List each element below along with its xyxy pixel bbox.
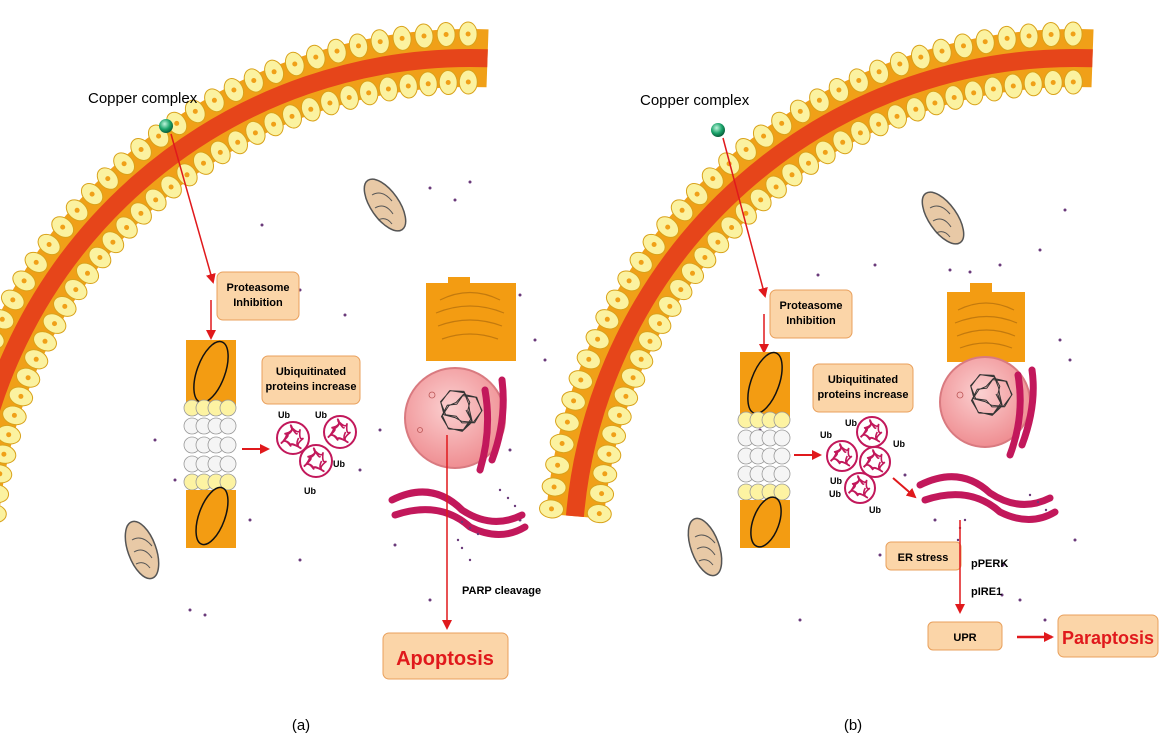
er-stress-box: ER stress <box>886 542 961 570</box>
ub-label: Ub <box>820 430 832 440</box>
paraptosis-box: Paraptosis <box>1058 615 1158 657</box>
svg-text:Inhibition: Inhibition <box>786 315 836 327</box>
svg-text:proteins increase: proteins increase <box>265 381 356 393</box>
ub-label: Ub <box>278 410 290 420</box>
mitochondrion <box>682 514 729 580</box>
svg-text:Proteasome: Proteasome <box>780 300 843 312</box>
apoptosis-box: Apoptosis <box>383 633 508 679</box>
er-arrow <box>893 478 915 497</box>
svg-text:Ubiquitinated: Ubiquitinated <box>828 374 898 386</box>
svg-text:UPR: UPR <box>953 632 976 644</box>
panel-a-caption: (a) <box>292 717 310 734</box>
ubiquitinated-proteins-box: Ubiquitinated proteins increase <box>262 356 360 404</box>
ubiquitinated-proteins-box: Ubiquitinated proteins increase <box>813 364 913 412</box>
pperk-label: pPERK <box>971 558 1008 570</box>
ub-label: Ub <box>845 418 857 428</box>
svg-text:Inhibition: Inhibition <box>233 297 283 309</box>
proteasome <box>184 337 236 548</box>
parp-cleavage-label: PARP cleavage <box>462 585 541 597</box>
svg-text:Ubiquitinated: Ubiquitinated <box>276 366 346 378</box>
golgi-apparatus <box>947 283 1025 362</box>
proteasome-inhibition-box: Proteasome Inhibition <box>770 290 852 338</box>
copper-complex-label: Copper complex <box>88 90 198 107</box>
svg-text:Paraptosis: Paraptosis <box>1062 628 1154 648</box>
copper-complex-icon <box>159 119 173 133</box>
mitochondrion <box>914 185 971 250</box>
ub-label: Ub <box>830 476 842 486</box>
svg-text:ER stress: ER stress <box>898 552 949 564</box>
panel-a: Copper complex Proteasome Inhibition <box>0 22 547 734</box>
svg-text:Proteasome: Proteasome <box>227 282 290 294</box>
upr-box: UPR <box>928 622 1002 650</box>
svg-text:Apoptosis: Apoptosis <box>396 648 494 670</box>
ub-label: Ub <box>869 505 881 515</box>
svg-text:proteins increase: proteins increase <box>817 389 908 401</box>
pire1-label: pIRE1 <box>971 586 1002 598</box>
copper-complex-icon <box>711 123 725 137</box>
ub-label: Ub <box>829 489 841 499</box>
ub-label: Ub <box>333 459 345 469</box>
proteasome-inhibition-box: Proteasome Inhibition <box>217 272 299 320</box>
mitochondrion <box>356 172 413 237</box>
panel-b: Copper complex Proteasome Inhibition <box>539 22 1158 734</box>
proteasome <box>738 348 790 551</box>
ub-label: Ub <box>893 439 905 449</box>
ub-label: Ub <box>315 410 327 420</box>
mitochondrion <box>119 517 166 583</box>
golgi-apparatus <box>426 277 516 361</box>
copper-complex-label: Copper complex <box>640 92 750 109</box>
panel-b-caption: (b) <box>844 717 862 734</box>
ub-label: Ub <box>304 486 316 496</box>
